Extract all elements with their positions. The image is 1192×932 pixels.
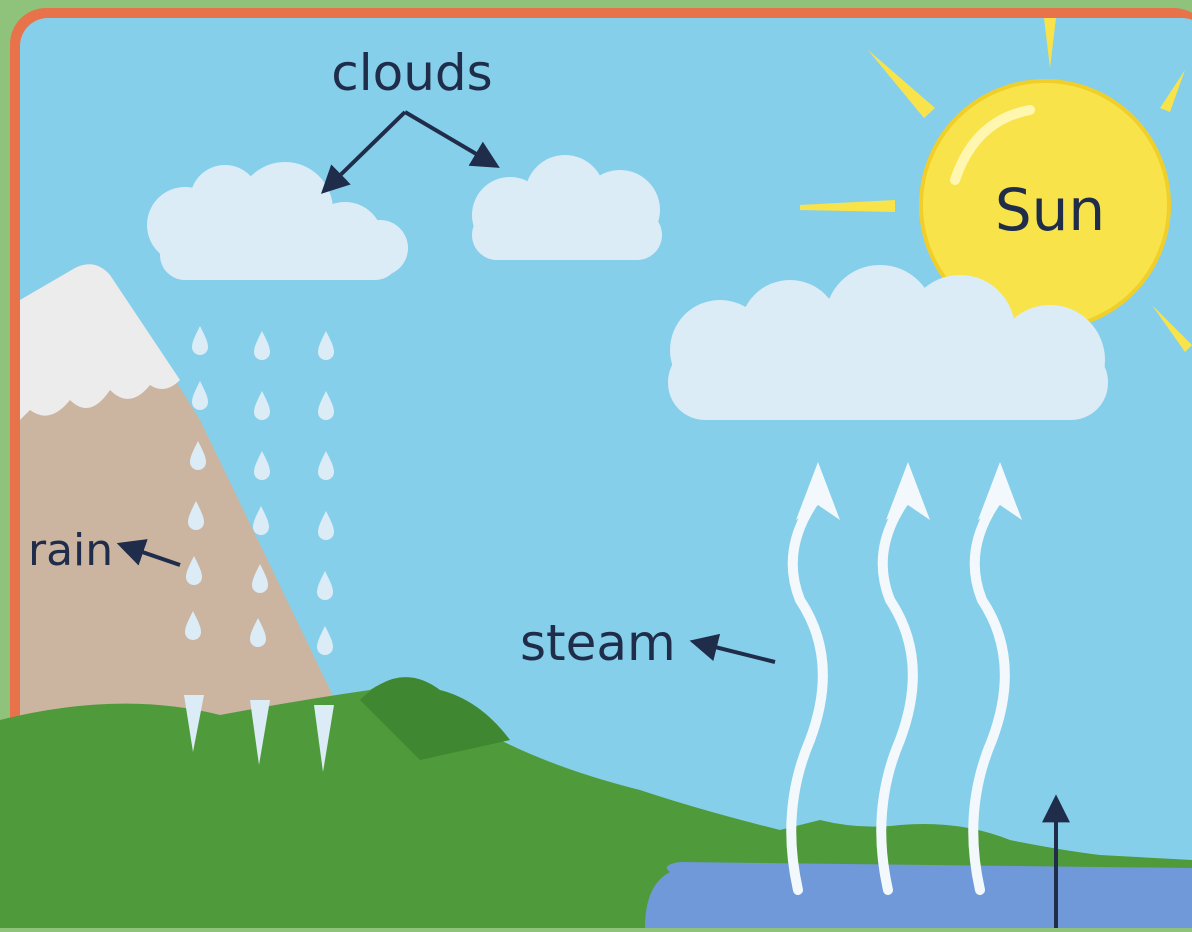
- clouds-label: clouds: [331, 44, 492, 102]
- sun-label: Sun: [995, 176, 1105, 244]
- steam-label: steam: [520, 614, 676, 672]
- lake: [645, 862, 1192, 928]
- rain-label: rain: [28, 525, 113, 576]
